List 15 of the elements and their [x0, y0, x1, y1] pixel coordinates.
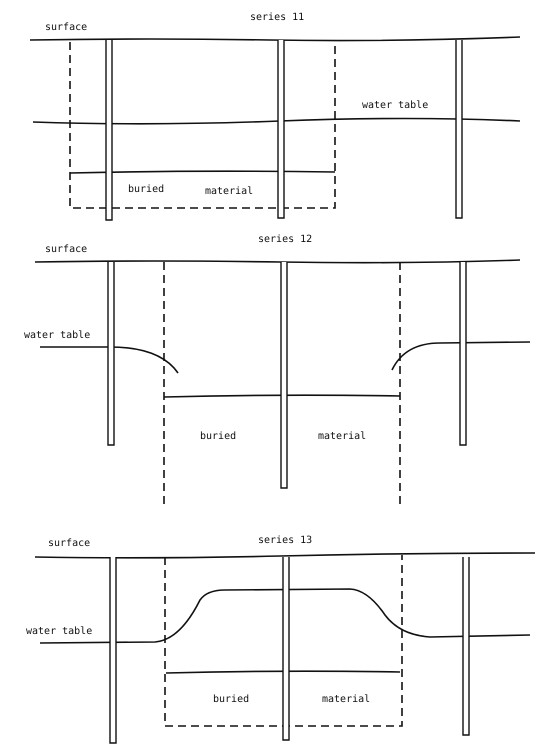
surface-label: surface	[48, 538, 90, 550]
surface-label: surface	[45, 22, 88, 34]
area-label: material	[318, 431, 366, 443]
area-label: material	[205, 186, 254, 198]
series-title: series 11	[250, 12, 304, 24]
series-title: series 13	[258, 535, 312, 547]
water-table-label: water table	[24, 330, 90, 342]
series-title: series 12	[258, 234, 312, 246]
surface-label: surface	[45, 244, 88, 256]
area-label: buried	[200, 431, 236, 443]
area-label: buried	[213, 694, 250, 706]
area-label: material	[322, 694, 370, 706]
area-label: buried	[128, 184, 164, 196]
water-table-label: water table	[362, 100, 428, 112]
water-table-label: water table	[26, 626, 92, 638]
